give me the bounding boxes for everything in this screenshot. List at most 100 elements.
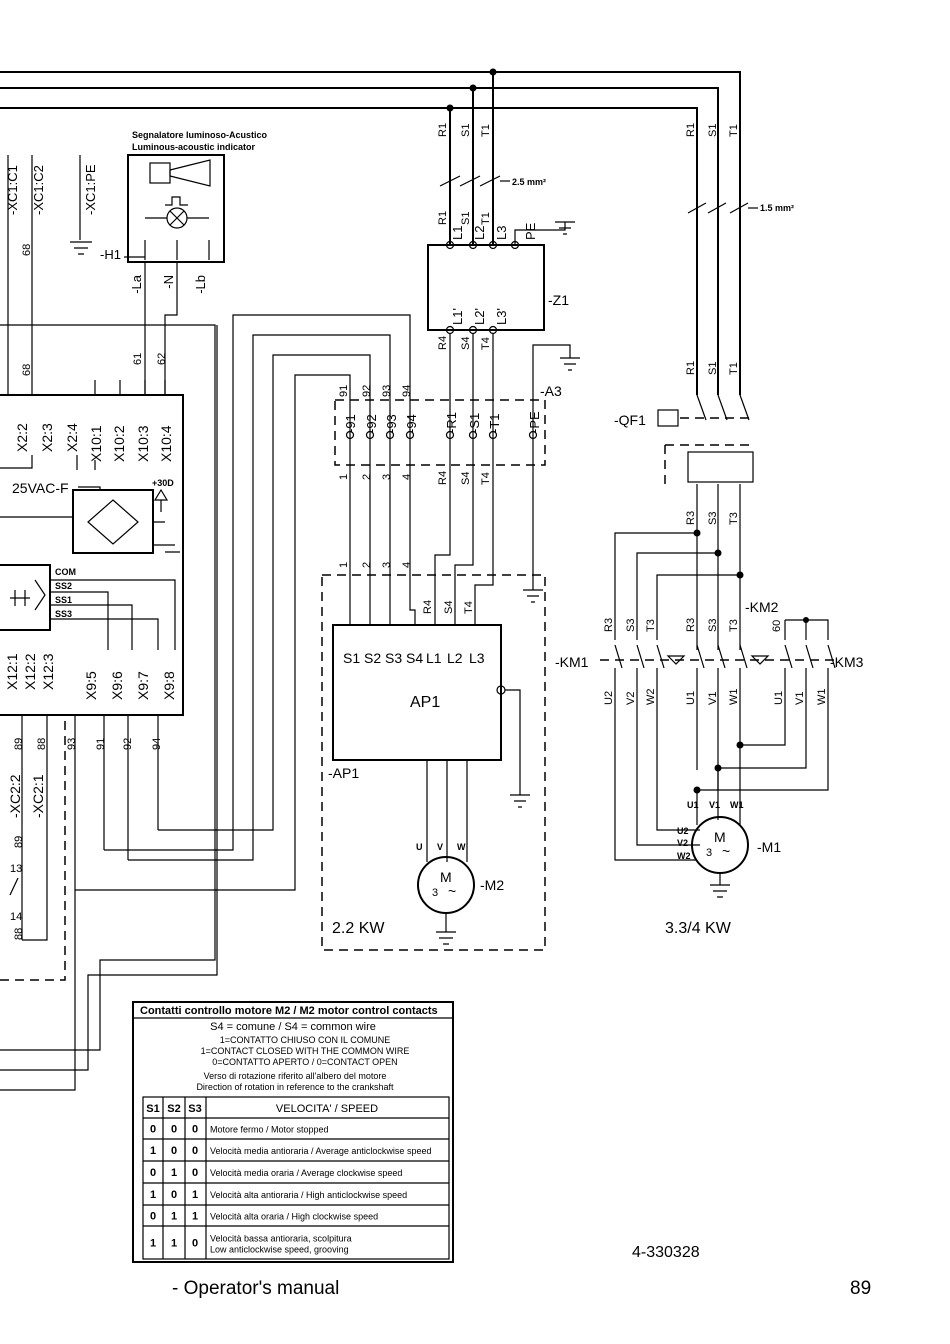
motor-symbol: M: [440, 869, 452, 885]
wire-label: R3: [685, 511, 697, 525]
motor-term: V1: [709, 800, 720, 810]
table-header: S2: [167, 1103, 180, 1115]
board-label: X2:2: [14, 423, 30, 452]
table-cell-s2: 0: [171, 1124, 177, 1136]
phase-label: T1: [480, 124, 492, 137]
wire-label: S3: [707, 619, 719, 632]
inverter-term: S2: [364, 650, 381, 666]
table-subtitle: S4 = comune / S4 = common wire: [210, 1021, 376, 1033]
table-cell-s3: 0: [192, 1124, 198, 1136]
table-legend: 1=CONTACT CLOSED WITH THE COMMON WIRE: [201, 1046, 410, 1056]
table-header: S1: [146, 1103, 159, 1115]
motor-term: U: [416, 842, 423, 852]
board-label: X2:3: [39, 423, 55, 452]
wire-label: W2: [645, 689, 657, 706]
motor-symbol: 3: [706, 847, 712, 859]
top-bus-lines: [0, 68, 758, 395]
wire-num: 4: [401, 474, 413, 480]
table-cell-speed: Motore fermo / Motor stopped: [210, 1125, 329, 1135]
inverter-term: S4: [406, 650, 423, 666]
table-cell-s1: 1: [150, 1189, 156, 1201]
inverter-term: L3: [469, 650, 485, 666]
wire-label: T4: [480, 337, 492, 350]
board-label: X12:3: [40, 653, 56, 690]
board-label: 25VAC-F: [12, 480, 69, 496]
terminal-label: -92: [364, 414, 379, 433]
table-cell-s3: 0: [192, 1167, 198, 1179]
rectifier-icon: [87, 499, 139, 545]
left-terminals: -XC1:C1 -XC1:C2 -XC1:PE 68 61 62 68: [5, 155, 168, 395]
wire-num: 2: [361, 562, 373, 568]
wire-num: 93: [381, 385, 393, 397]
motor-symbol: ~: [722, 843, 730, 859]
motor-term: W2: [677, 851, 691, 861]
motor-symbol: 3: [432, 887, 438, 899]
phase-label: S1: [460, 212, 472, 225]
wire-label: U2: [603, 691, 615, 705]
filter-out: L2': [472, 308, 487, 325]
breaker-qf1: R1 S1 T1 1.5 mm² R1 S1 T1 -QF1 R3 S3 T3: [614, 123, 794, 530]
terminal-xc2-1: -XC2:1: [30, 774, 46, 818]
table-legend: 0=CONTATTO APERTO / 0=CONTACT OPEN: [212, 1057, 397, 1067]
contactors: R3 S3 T3 R3 S3 T3 60 -KM2 -KM1 -KM3 U2 V…: [555, 529, 864, 861]
terminal-block-ref: -A3: [540, 383, 562, 399]
indicator-title-en: Luminous-acoustic indicator: [132, 142, 256, 152]
table-cell-speed: Velocità alta oraria / High clockwise sp…: [210, 1212, 378, 1222]
cable-1-5: 1.5 mm²: [760, 203, 794, 213]
motor-term: W: [457, 842, 466, 852]
indicator-title-it: Segnalatore luminoso-Acustico: [132, 130, 268, 140]
phase-label: T1: [728, 124, 740, 137]
switch-contact-icon: [9, 877, 19, 896]
wire-label: U1: [685, 691, 697, 705]
wire-num: 91: [338, 385, 350, 397]
table-header: S3: [188, 1103, 201, 1115]
wire-num: 92: [122, 738, 134, 750]
drawing-number: 4-330328: [632, 1244, 700, 1261]
junction-dot: [446, 104, 454, 112]
table-cell-s3: 0: [192, 1238, 198, 1250]
wire-num: 68: [21, 364, 33, 376]
phase-label: R1: [437, 211, 449, 225]
wire-label: S4: [443, 601, 455, 614]
inverter-term: L1: [426, 650, 442, 666]
wire-label: T3: [728, 512, 740, 525]
wire-label: V2: [625, 692, 637, 705]
wire-num: 93: [66, 738, 78, 750]
motor-term: U1: [687, 800, 699, 810]
filter-out: L3': [494, 308, 509, 325]
wire-label: 60: [771, 620, 783, 632]
wire-label: U1: [773, 691, 785, 705]
table-cell-s2: 1: [171, 1238, 177, 1250]
board-label: SS3: [55, 609, 72, 619]
table-cell-s3: 1: [192, 1189, 198, 1201]
table-cell-s1: 0: [150, 1124, 156, 1136]
table-cell-s2: 0: [171, 1145, 177, 1157]
terminal-n: -N: [161, 275, 176, 289]
motor-term: U2: [677, 826, 689, 836]
contact-num: 14: [10, 911, 22, 923]
optocoupler-icon: [10, 590, 30, 606]
terminal-block-a3: 91 92 93 94 -A3 -91 -92 -93 -94 -R1 -S1 …: [334, 383, 562, 625]
wire-num: 92: [361, 385, 373, 397]
terminal-label: -91: [343, 414, 358, 433]
motor-symbol: M: [714, 829, 726, 845]
terminal-xc2-2: -XC2:2: [7, 774, 23, 818]
horn-icon: [169, 159, 211, 187]
filter-in: L1: [450, 226, 465, 240]
table-header: VELOCITA' / SPEED: [276, 1103, 378, 1115]
contactor-km1: -KM1: [555, 654, 589, 670]
table-cell-s3: 0: [192, 1145, 198, 1157]
table-cell-s2: 1: [171, 1211, 177, 1223]
breaker-ref: -QF1: [614, 412, 646, 428]
phase-label: R1: [685, 123, 697, 137]
table-title: Contatti controllo motore M2 / M2 motor …: [140, 1005, 438, 1017]
table-cell-s1: 1: [150, 1238, 156, 1250]
wire-num: 94: [401, 385, 413, 397]
terminal-xc1-c2: -XC1:C2: [31, 165, 46, 215]
phase-label: T1: [728, 362, 740, 375]
board-label: SS2: [55, 581, 72, 591]
cable-2-5: 2.5 mm²: [512, 177, 546, 187]
lower-left-wiring: 89 88 93 91 92 94 -XC2:2 -XC2:1 89 13 14…: [0, 314, 411, 1091]
terminal-label: -94: [404, 414, 419, 433]
